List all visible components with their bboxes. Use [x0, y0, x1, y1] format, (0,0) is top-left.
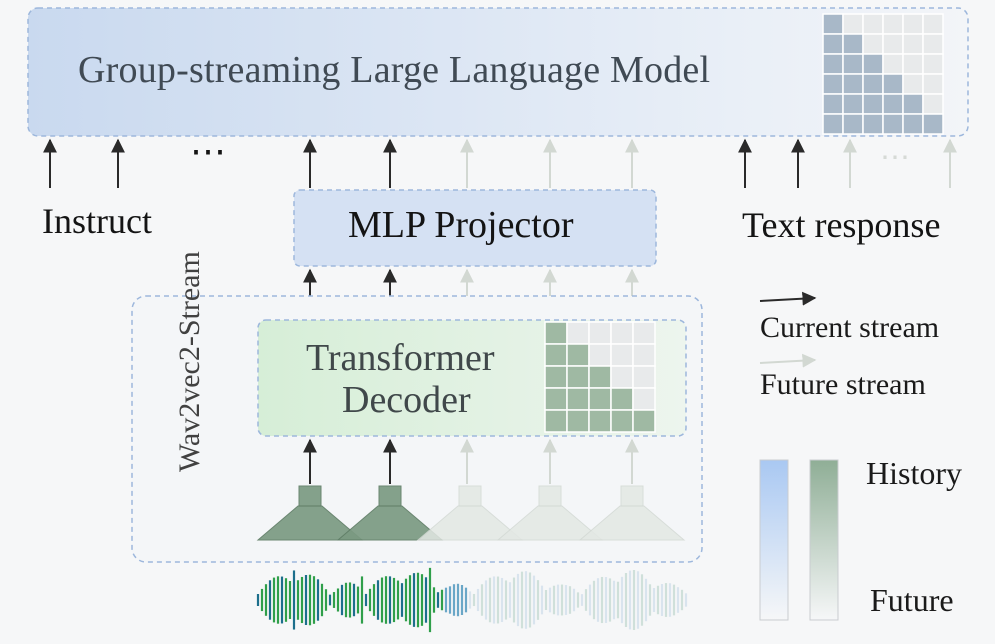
- mask-cell-filled: [822, 113, 844, 135]
- mask-cell-empty: [882, 13, 904, 35]
- mask-cell-filled: [822, 33, 844, 55]
- legend-green-history-bar: [809, 459, 839, 621]
- mask-cell-filled: [862, 53, 884, 75]
- decoder-attention-mask: [544, 321, 656, 433]
- mask-cell-empty: [922, 13, 944, 35]
- cnn-neck: [298, 485, 322, 507]
- llm-input-arrows: [43, 138, 957, 188]
- mask-cell-empty: [902, 13, 924, 35]
- mask-cell-filled: [588, 365, 612, 389]
- mask-cell-filled: [882, 113, 904, 135]
- mask-cell-filled: [610, 387, 634, 411]
- mask-cell-filled: [566, 343, 590, 367]
- mask-cell-filled: [544, 387, 568, 411]
- mask-cell-filled: [862, 73, 884, 95]
- legend-current-arrow: [759, 291, 817, 306]
- cnn-neck: [538, 485, 562, 507]
- mask-cell-filled: [632, 409, 656, 433]
- legend-history-label: History: [866, 455, 962, 491]
- mask-cell-empty: [632, 321, 656, 345]
- audio-waveform: [256, 567, 688, 633]
- mask-cell-empty: [588, 321, 612, 345]
- instruct-label: Instruct: [42, 201, 152, 241]
- mask-cell-filled: [842, 73, 864, 95]
- mask-cell-filled: [862, 93, 884, 115]
- mask-cell-filled: [882, 93, 904, 115]
- mask-cell-empty: [862, 13, 884, 35]
- mask-cell-empty: [902, 53, 924, 75]
- future-ellipsis-label: ⋯: [880, 141, 912, 174]
- legend-future-arrow: [759, 353, 817, 368]
- legend-future-bar-label: Future: [870, 582, 954, 618]
- mask-cell-filled: [922, 113, 944, 135]
- cnn-neck: [378, 485, 402, 507]
- mask-cell-empty: [632, 365, 656, 389]
- mask-cell-empty: [632, 387, 656, 411]
- mask-cell-empty: [882, 33, 904, 55]
- mask-cell-filled: [822, 73, 844, 95]
- decoder-label-line1: Transformer: [306, 337, 495, 379]
- mask-cell-filled: [822, 93, 844, 115]
- legend-blue-history-bar: [759, 459, 789, 621]
- mask-cell-filled: [822, 53, 844, 75]
- mask-cell-filled: [544, 343, 568, 367]
- cnn-neck: [458, 485, 482, 507]
- legend-current-label: Current stream: [760, 311, 940, 344]
- cnn-neck: [620, 485, 644, 507]
- mask-cell-filled: [588, 409, 612, 433]
- mask-cell-empty: [632, 343, 656, 367]
- cnn-feature-extractors: [256, 485, 686, 541]
- mask-cell-empty: [902, 33, 924, 55]
- mask-cell-empty: [862, 33, 884, 55]
- mask-cell-filled: [842, 113, 864, 135]
- decoder-label-line2: Decoder: [342, 379, 471, 421]
- mask-cell-empty: [610, 343, 634, 367]
- mask-cell-empty: [902, 73, 924, 95]
- mask-cell-filled: [610, 409, 634, 433]
- mask-cell-filled: [842, 93, 864, 115]
- mask-cell-empty: [922, 53, 944, 75]
- mask-cell-empty: [922, 33, 944, 55]
- llm-attention-mask: [822, 13, 944, 135]
- mask-cell-filled: [566, 387, 590, 411]
- mask-cell-filled: [588, 387, 612, 411]
- legend-future-label: Future stream: [760, 368, 926, 401]
- mask-cell-filled: [566, 365, 590, 389]
- mask-cell-empty: [922, 73, 944, 95]
- mask-cell-filled: [902, 93, 924, 115]
- mask-cell-empty: [842, 13, 864, 35]
- mask-cell-filled: [566, 409, 590, 433]
- cnn-to-decoder-arrows: [303, 438, 639, 484]
- wav2vec2-stream-label: Wav2vec2-Stream: [173, 251, 206, 472]
- mask-cell-empty: [882, 53, 904, 75]
- text-response-label: Text response: [742, 205, 941, 245]
- mask-cell-empty: [566, 321, 590, 345]
- mlp-projector-label: MLP Projector: [348, 204, 574, 246]
- mask-cell-filled: [544, 365, 568, 389]
- mask-cell-empty: [588, 343, 612, 367]
- mask-cell-filled: [544, 321, 568, 345]
- mask-cell-filled: [842, 33, 864, 55]
- mask-cell-filled: [862, 113, 884, 135]
- llm-box: [27, 7, 969, 137]
- mask-cell-filled: [882, 73, 904, 95]
- llm-title: Group-streaming Large Language Model: [78, 49, 711, 91]
- mask-cell-empty: [922, 93, 944, 115]
- cnn-trapezoid: [578, 505, 686, 541]
- mask-cell-filled: [902, 113, 924, 135]
- mask-cell-filled: [822, 13, 844, 35]
- mask-cell-filled: [544, 409, 568, 433]
- mask-cell-empty: [610, 365, 634, 389]
- mask-cell-empty: [610, 321, 634, 345]
- mlp-projector-box: [293, 189, 657, 267]
- mask-cell-filled: [842, 53, 864, 75]
- ellipsis-label: ⋯: [190, 131, 228, 171]
